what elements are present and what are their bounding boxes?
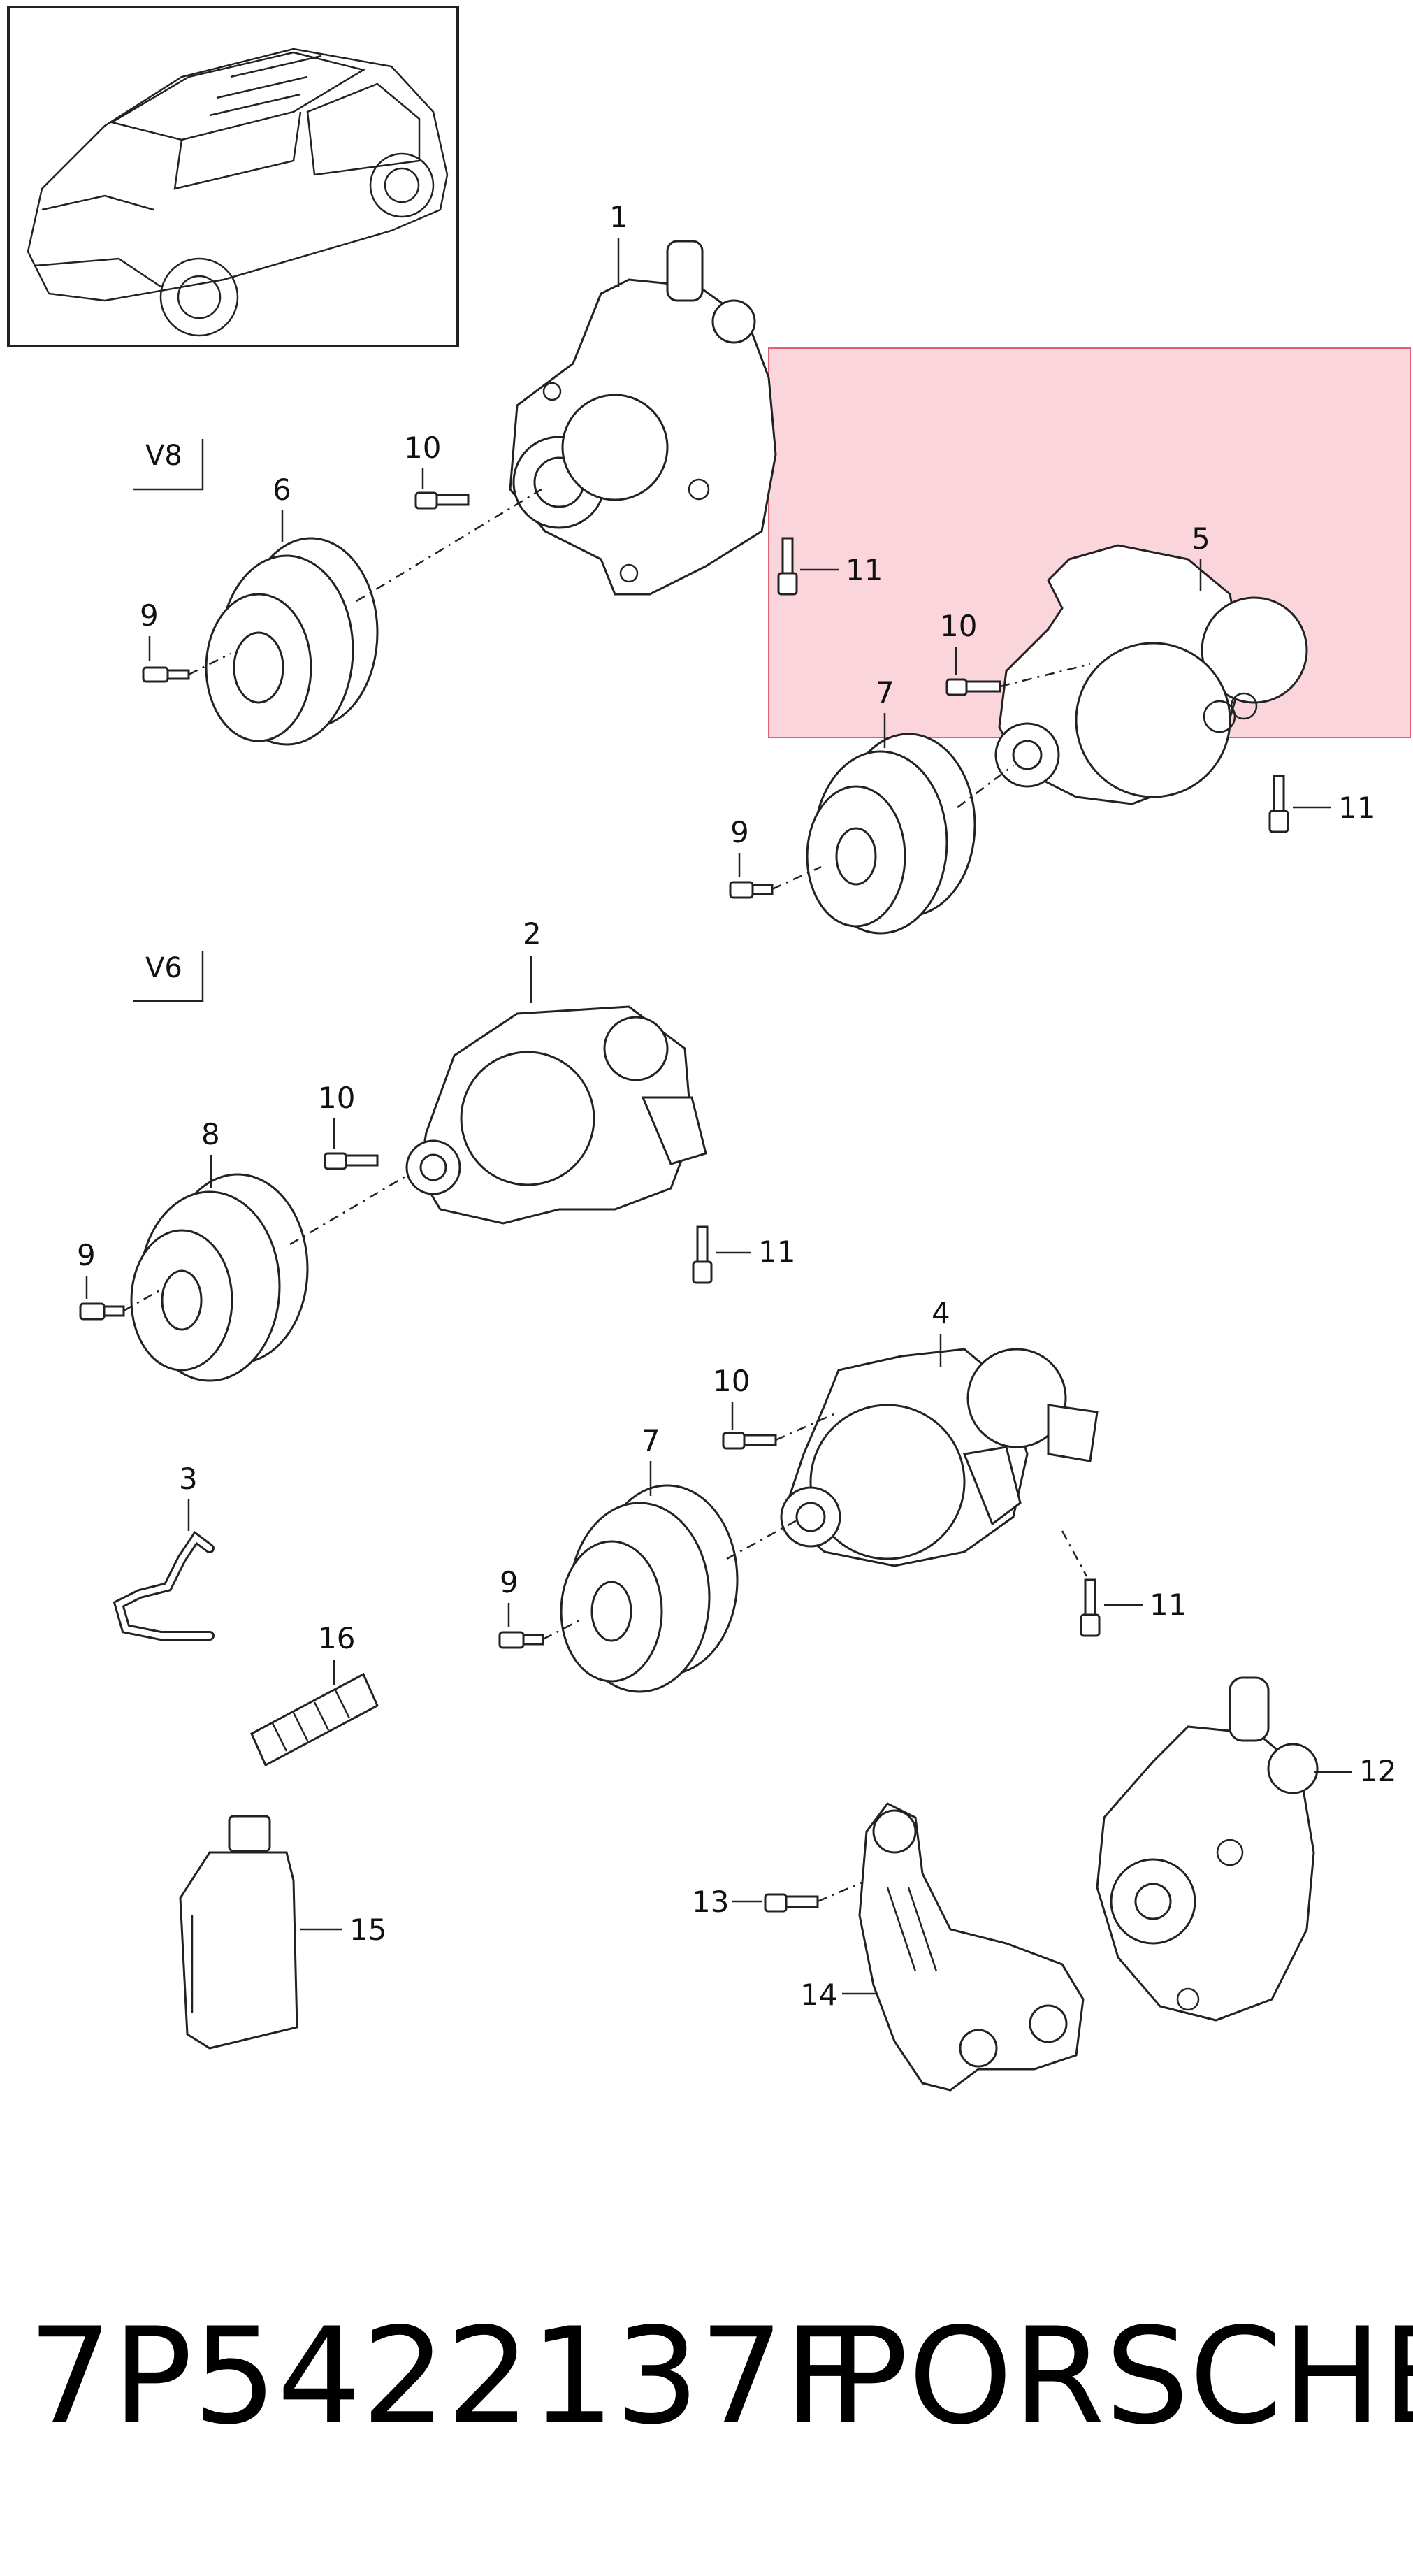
axis-line-9-a — [188, 652, 231, 676]
callout-10-a: 10 — [404, 431, 441, 489]
callout-16: 16 — [318, 1621, 355, 1685]
part-14-bracket — [858, 1802, 1085, 2092]
callout-11-c: 11 — [716, 1235, 795, 1269]
axis-line-9-b — [771, 865, 822, 891]
part-16-drive-shaft — [250, 1672, 379, 1767]
svg-text:V8: V8 — [145, 440, 182, 472]
part-5-power-steering-pump — [994, 544, 1308, 805]
engine-label-v8: V8 — [133, 439, 204, 491]
svg-text:16: 16 — [318, 1621, 355, 1655]
callout-11-d: 11 — [1104, 1588, 1187, 1622]
axis-line-7-b — [726, 1519, 797, 1560]
svg-text:11: 11 — [1338, 791, 1375, 825]
svg-text:8: 8 — [201, 1117, 220, 1151]
callout-1: 1 — [609, 200, 628, 287]
svg-text:10: 10 — [404, 431, 441, 465]
callout-7-a: 7 — [876, 675, 894, 748]
part-number: 7P5422137F — [28, 2299, 860, 2454]
part-9-bolt-lower — [498, 1631, 544, 1649]
svg-text:13: 13 — [692, 1885, 729, 1919]
axis-line-8 — [289, 1173, 410, 1246]
callout-4: 4 — [932, 1296, 950, 1367]
part-10-bolt-v6 — [324, 1152, 379, 1170]
callout-2: 2 — [523, 916, 542, 1003]
part-7-pulley-b — [560, 1484, 739, 1693]
svg-text:7: 7 — [876, 675, 894, 710]
axis-line-9-d — [542, 1617, 584, 1641]
svg-text:V6: V6 — [145, 952, 182, 984]
vehicle-thumbnail — [7, 6, 459, 347]
svg-text:12: 12 — [1359, 1754, 1396, 1788]
part-2-power-steering-pump — [405, 1005, 707, 1225]
axis-line-6 — [356, 488, 542, 603]
part-15-fluid-bottle — [179, 1815, 298, 2050]
part-3-hose-clip — [113, 1530, 215, 1641]
svg-text:10: 10 — [318, 1081, 355, 1115]
callout-9-d: 9 — [500, 1565, 519, 1627]
callout-8: 8 — [201, 1117, 220, 1188]
svg-text:9: 9 — [730, 815, 749, 849]
svg-text:2: 2 — [523, 916, 542, 951]
part-11-bolt-v6 — [692, 1225, 713, 1284]
part-12-power-steering-pump — [1096, 1676, 1319, 2022]
callout-11-a: 11 — [800, 553, 883, 587]
svg-text:10: 10 — [940, 609, 977, 643]
callout-10-b: 10 — [940, 609, 977, 675]
callout-9-c: 9 — [77, 1238, 96, 1299]
part-11-bolt-lower — [1080, 1578, 1101, 1637]
part-8-pulley — [130, 1173, 309, 1382]
callout-10-c: 10 — [318, 1081, 355, 1149]
callout-7-b: 7 — [642, 1423, 660, 1496]
part-6-pulley — [205, 537, 379, 746]
svg-text:11: 11 — [1150, 1588, 1187, 1622]
svg-text:14: 14 — [800, 1978, 837, 2012]
part-9-bolt-v8 — [142, 666, 190, 683]
part-7-pulley-a — [806, 733, 976, 935]
svg-text:1: 1 — [609, 200, 628, 234]
svg-text:11: 11 — [846, 553, 883, 587]
callout-9-b: 9 — [730, 815, 749, 877]
svg-text:15: 15 — [349, 1913, 386, 1947]
svg-text:4: 4 — [932, 1296, 950, 1330]
callout-10-d: 10 — [713, 1364, 750, 1430]
svg-text:9: 9 — [140, 598, 159, 633]
svg-text:9: 9 — [77, 1238, 96, 1272]
callout-5: 5 — [1191, 521, 1210, 591]
svg-text:3: 3 — [179, 1462, 198, 1496]
svg-text:10: 10 — [713, 1364, 750, 1398]
brand-name: PORSCHE — [828, 2299, 1413, 2454]
callout-11-b: 11 — [1293, 791, 1375, 825]
part-11-bolt-v8-a — [777, 537, 798, 596]
callout-9-a: 9 — [140, 598, 159, 661]
axis-line-9-c — [123, 1288, 161, 1312]
part-13-bolt — [764, 1893, 819, 1913]
part-1-power-steering-pump — [509, 240, 777, 596]
callout-15: 15 — [300, 1913, 386, 1947]
svg-text:5: 5 — [1191, 521, 1210, 556]
axis-line-10-b — [999, 663, 1091, 688]
callout-13: 13 — [692, 1885, 762, 1919]
part-11-bolt-v8-b — [1268, 775, 1289, 833]
axis-line-11-d — [1061, 1530, 1088, 1577]
callout-6: 6 — [273, 473, 291, 542]
part-10-bolt-lower — [722, 1432, 777, 1450]
part-4-power-steering-pump — [780, 1348, 1099, 1567]
svg-text:11: 11 — [758, 1235, 795, 1269]
part-10-bolt-v8-b — [945, 678, 1001, 696]
svg-text:9: 9 — [500, 1565, 519, 1599]
part-9-bolt-v8-b — [729, 881, 774, 899]
part-9-bolt-v6 — [79, 1302, 125, 1321]
svg-text:6: 6 — [273, 473, 291, 507]
axis-line-13 — [817, 1879, 867, 1903]
svg-text:7: 7 — [642, 1423, 660, 1458]
callout-3: 3 — [179, 1462, 198, 1531]
engine-label-v6: V6 — [133, 951, 204, 1002]
part-10-bolt-v8-a — [414, 491, 470, 510]
callout-14: 14 — [800, 1978, 877, 2012]
callout-12: 12 — [1314, 1754, 1396, 1788]
